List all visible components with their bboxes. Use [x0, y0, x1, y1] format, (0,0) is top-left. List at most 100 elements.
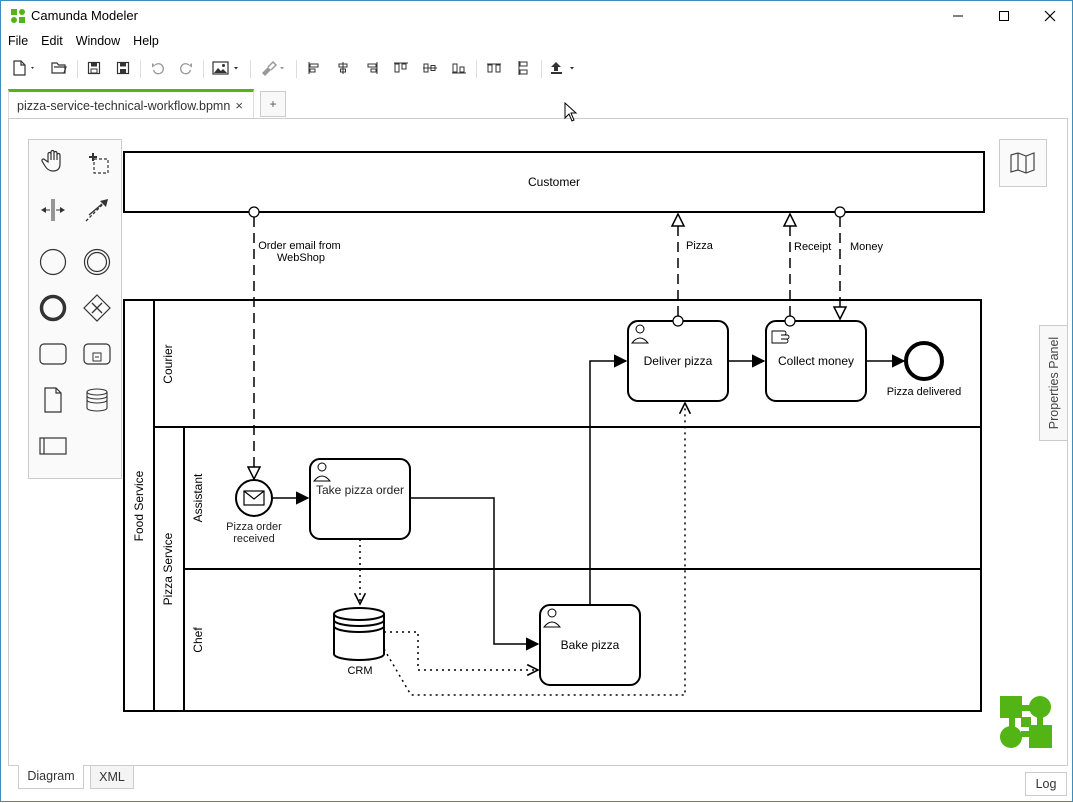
save-button[interactable]	[83, 57, 105, 79]
order-email-label-part: WebShop	[277, 252, 325, 264]
camunda-logo	[1000, 696, 1052, 748]
save-icon	[87, 61, 101, 75]
title-bar: Camunda Modeler	[1, 1, 1072, 31]
hand-tool[interactable]	[35, 144, 71, 180]
create-subprocess[interactable]	[79, 336, 115, 372]
align-bottom-button[interactable]	[448, 57, 470, 79]
close-window-button[interactable]	[1027, 1, 1073, 31]
save-as-icon	[116, 61, 130, 75]
participant-icon	[39, 437, 67, 455]
close-icon	[1044, 10, 1056, 22]
redo-icon	[180, 63, 192, 75]
properties-panel-toggle[interactable]: Properties Panel	[1039, 325, 1067, 441]
toolbar	[1, 55, 1072, 83]
manual-task-icon	[771, 330, 790, 344]
align-right-icon	[367, 62, 378, 74]
diagram-view-tab[interactable]: Diagram	[18, 765, 84, 789]
create-intermediate-event[interactable]	[79, 244, 115, 280]
create-data-store[interactable]	[79, 382, 115, 418]
gateway-icon	[83, 294, 111, 322]
menu-edit[interactable]: Edit	[41, 34, 63, 48]
data-object-icon	[44, 387, 62, 413]
data-store-label: CRM	[347, 665, 372, 677]
task-icon	[39, 343, 67, 365]
open-file-button[interactable]	[47, 57, 71, 79]
space-tool[interactable]	[35, 192, 71, 228]
create-start-event[interactable]	[35, 244, 71, 280]
deploy-icon	[551, 62, 574, 74]
pizza-flow-label: Pizza	[686, 240, 714, 252]
create-task[interactable]	[35, 336, 71, 372]
create-end-event[interactable]	[35, 290, 71, 326]
minimize-button[interactable]	[935, 1, 981, 31]
create-gateway[interactable]	[79, 290, 115, 326]
xml-view-tab[interactable]: XML	[90, 765, 134, 789]
customer-pool[interactable]	[123, 151, 985, 213]
tab-pizza-service-workflow[interactable]: pizza-service-technical-workflow.bpmn ×	[8, 89, 254, 119]
subprocess-icon	[83, 343, 111, 365]
map-icon	[1010, 152, 1035, 174]
log-button[interactable]: Log	[1025, 772, 1067, 796]
create-data-object[interactable]	[35, 382, 71, 418]
align-left-icon	[308, 62, 319, 74]
data-store-icon	[86, 388, 108, 412]
new-file-button[interactable]	[9, 57, 39, 79]
mouse-cursor-icon	[564, 102, 578, 122]
menu-file[interactable]: File	[8, 34, 29, 48]
create-participant[interactable]	[35, 428, 71, 464]
align-center-button[interactable]	[332, 57, 354, 79]
properties-panel-label: Properties Panel	[1046, 336, 1061, 430]
export-image-button[interactable]	[209, 57, 243, 79]
space-tool-icon	[41, 199, 65, 221]
lasso-tool-icon	[89, 153, 109, 174]
start-event-label: Pizza order received	[226, 521, 282, 545]
align-middle-icon	[423, 63, 437, 73]
toolbar-separator	[541, 60, 542, 78]
end-event-icon	[39, 294, 67, 322]
redo-button[interactable]	[175, 57, 197, 79]
courier-lane-label: Courier	[161, 344, 175, 383]
deploy-button[interactable]	[547, 57, 579, 79]
maximize-button[interactable]	[981, 1, 1027, 31]
align-left-button[interactable]	[303, 57, 325, 79]
save-as-button[interactable]	[112, 57, 134, 79]
food-service-pool-label: Food Service	[132, 470, 146, 541]
undo-button[interactable]	[147, 57, 169, 79]
tab-close-icon[interactable]: ×	[235, 98, 243, 113]
open-folder-icon	[51, 62, 67, 74]
color-brush-button[interactable]	[257, 57, 289, 79]
menu-help[interactable]: Help	[133, 34, 159, 48]
align-right-button[interactable]	[361, 57, 383, 79]
chef-lane-label: Chef	[191, 627, 205, 653]
end-event-pizza-delivered[interactable]	[904, 341, 944, 381]
minimap-toggle-button[interactable]	[999, 139, 1047, 187]
pizza-service-lane-label: Pizza Service	[161, 532, 175, 605]
align-top-icon	[394, 62, 408, 73]
minimize-icon	[953, 15, 963, 17]
user-task-icon	[630, 324, 650, 344]
connect-tool[interactable]	[79, 192, 115, 228]
distribute-vertical-button[interactable]	[512, 57, 534, 79]
menu-window[interactable]: Window	[75, 34, 121, 48]
order-email-label: Order email from WebShop	[258, 240, 344, 264]
order-email-label-part: Order email from	[258, 240, 341, 252]
new-file-icon	[13, 60, 34, 76]
toolbar-separator	[140, 60, 141, 78]
toolbar-separator	[296, 60, 297, 78]
data-store-crm[interactable]	[333, 607, 385, 661]
add-tab-button[interactable]: +	[260, 91, 286, 117]
lasso-tool[interactable]	[79, 144, 115, 180]
user-task-icon	[542, 608, 562, 628]
customer-pool-label: Customer	[528, 175, 580, 189]
camunda-app-icon	[11, 9, 25, 23]
distribute-horizontal-icon	[487, 63, 501, 73]
collect-money-label: Collect money	[778, 354, 854, 368]
take-order-label: Take pizza order	[315, 483, 405, 497]
align-middle-button[interactable]	[419, 57, 441, 79]
align-top-button[interactable]	[390, 57, 412, 79]
distribute-vertical-icon	[518, 61, 528, 75]
toolbar-separator	[203, 60, 204, 78]
distribute-horizontal-button[interactable]	[483, 57, 505, 79]
